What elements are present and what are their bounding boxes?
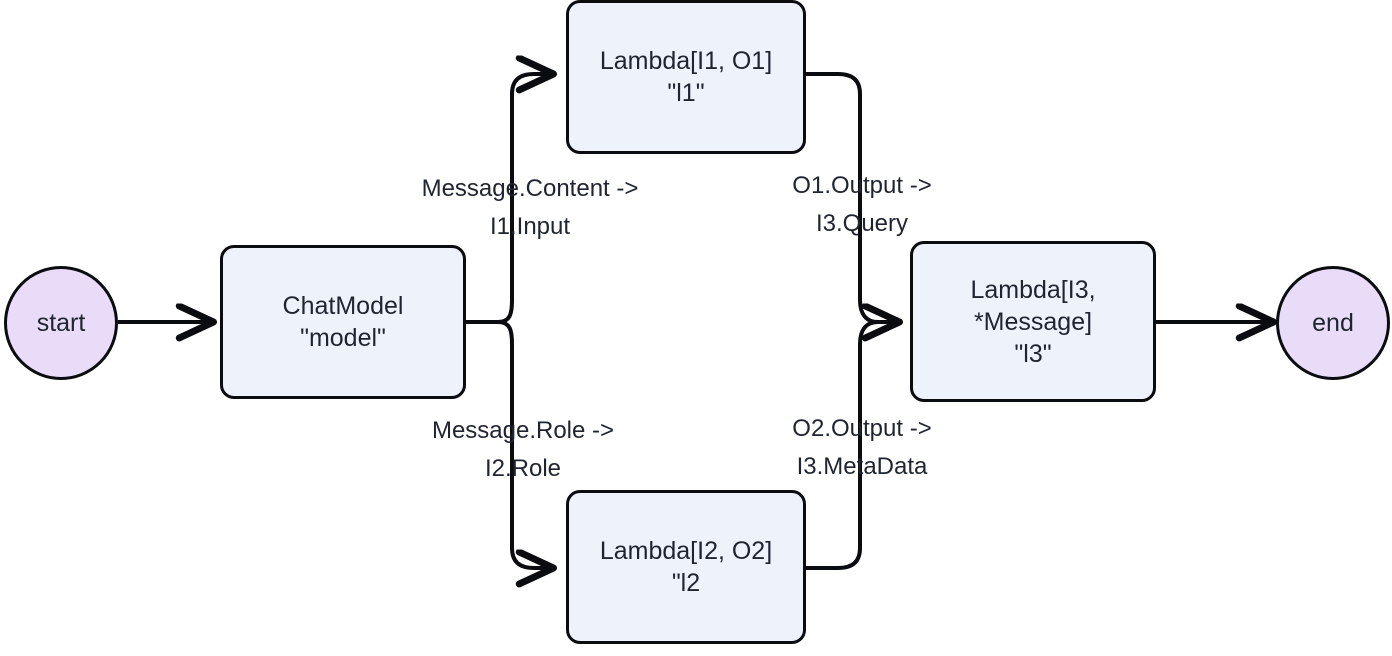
- edge-l2-to-l3: [806, 320, 879, 570]
- edge-model-to-l1: [497, 74, 552, 324]
- node-end[interactable]: end: [1276, 266, 1390, 380]
- node-lambda-l2-label: Lambda[I2, O2] "l2: [599, 537, 773, 597]
- node-chatmodel-label: ChatModel "model": [282, 292, 404, 352]
- node-lambda-l2[interactable]: Lambda[I2, O2] "l2: [566, 490, 806, 644]
- edge-label-model-to-l2: Message.Role -> I2.Role: [431, 417, 615, 483]
- node-lambda-l3-label: Lambda[I3, *Message] "l3": [970, 275, 1096, 368]
- node-start-label: start: [36, 309, 86, 337]
- node-start[interactable]: start: [4, 266, 118, 380]
- edge-model-to-l2: [497, 320, 552, 568]
- edge-label-l2-to-l3: O2.Output -> I3.MetaData: [792, 415, 932, 481]
- edge-l1-to-l3: [806, 72, 898, 322]
- node-chatmodel[interactable]: ChatModel "model": [220, 245, 466, 399]
- node-lambda-l3[interactable]: Lambda[I3, *Message] "l3": [910, 241, 1156, 402]
- node-lambda-l1-label: Lambda[I1, O1] "l1": [599, 47, 773, 107]
- node-end-label: end: [1312, 309, 1354, 337]
- edge-label-model-to-l1: Message.Content -> I1.Input: [421, 175, 639, 241]
- edge-label-l1-to-l3: O1.Output -> I3.Query: [792, 172, 932, 238]
- node-lambda-l1[interactable]: Lambda[I1, O1] "l1": [566, 0, 806, 154]
